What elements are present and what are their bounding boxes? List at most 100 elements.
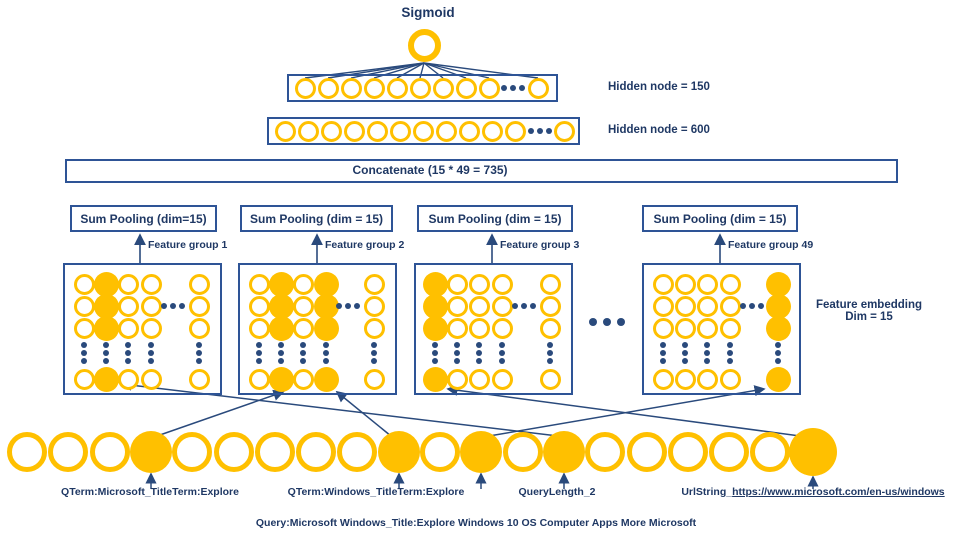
input-node-circle xyxy=(627,432,667,472)
grid-node-circle xyxy=(248,295,270,317)
hidden-node-circle xyxy=(294,77,316,99)
input-node-circle-filled xyxy=(378,431,420,473)
grid-node-circle xyxy=(674,295,696,317)
input-node-circle xyxy=(668,432,708,472)
concatenate-box xyxy=(65,159,898,183)
grid-node-circle-filled xyxy=(268,271,294,297)
grid-horizontal-dot xyxy=(179,303,185,309)
grid-node-circle-filled xyxy=(93,315,119,341)
grid-node-circle xyxy=(117,368,139,390)
grid-vertical-dot xyxy=(323,342,329,348)
grid-node-circle xyxy=(539,295,561,317)
grid-node-circle-filled xyxy=(422,271,448,297)
grid-vertical-dot xyxy=(704,350,710,356)
grid-node-circle xyxy=(292,273,314,295)
url-link[interactable]: https://www.microsoft.com/en-us/windows xyxy=(732,486,945,498)
grid-node-circle xyxy=(446,317,468,339)
grid-vertical-dot xyxy=(547,342,553,348)
grid-vertical-dot xyxy=(256,342,262,348)
grid-horizontal-dot xyxy=(170,303,176,309)
grid-vertical-dot xyxy=(499,342,505,348)
hidden-node-circle xyxy=(297,120,319,142)
feature-group-label: Feature group 3 xyxy=(500,239,580,251)
grid-node-circle xyxy=(719,273,741,295)
grid-vertical-dot xyxy=(148,342,154,348)
grid-node-circle-filled xyxy=(268,366,294,392)
sum-pooling-label: Sum Pooling (dim = 15) xyxy=(249,211,383,226)
grid-node-circle xyxy=(292,295,314,317)
grid-vertical-dot xyxy=(81,358,87,364)
grid-node-circle xyxy=(652,368,674,390)
grid-vertical-dot xyxy=(278,350,284,356)
ellipsis-dot xyxy=(501,85,507,91)
grid-vertical-dot xyxy=(125,350,131,356)
hidden-node-circle xyxy=(504,120,526,142)
grid-node-circle xyxy=(468,368,490,390)
grid-vertical-dot xyxy=(660,350,666,356)
grid-node-circle xyxy=(652,317,674,339)
grid-vertical-dot xyxy=(476,350,482,356)
hidden-node-circle xyxy=(458,120,480,142)
embedding-grid-4 xyxy=(642,263,801,395)
hidden-node-circle xyxy=(478,77,500,99)
grid-node-circle xyxy=(652,273,674,295)
grid-node-circle xyxy=(719,295,741,317)
grid-horizontal-dot xyxy=(354,303,360,309)
input-node-circle xyxy=(296,432,336,472)
hidden-node-circle xyxy=(412,120,434,142)
input-node-circle xyxy=(90,432,130,472)
grid-vertical-dot xyxy=(432,358,438,364)
embedding-grid-3 xyxy=(414,263,573,395)
ellipsis-dot xyxy=(510,85,516,91)
input-node-circle-filled xyxy=(460,431,502,473)
input-node-circle xyxy=(585,432,625,472)
grid-vertical-dot xyxy=(727,358,733,364)
grid-vertical-dot xyxy=(682,350,688,356)
grid-node-circle xyxy=(696,295,718,317)
grid-node-circle xyxy=(719,317,741,339)
hidden-node-circle xyxy=(389,120,411,142)
grid-horizontal-dot xyxy=(345,303,351,309)
grid-node-circle xyxy=(140,368,162,390)
grid-node-circle xyxy=(73,295,95,317)
ellipsis-dot xyxy=(546,128,552,134)
hidden-node-circle xyxy=(274,120,296,142)
grid-node-circle xyxy=(491,295,513,317)
sum-pooling-label: Sum Pooling (dim=15) xyxy=(80,211,207,226)
between-grid-dot xyxy=(603,318,611,326)
sigmoid-label: Sigmoid xyxy=(401,5,455,20)
grid-vertical-dot xyxy=(775,350,781,356)
input-node-circle xyxy=(709,432,749,472)
connection-line xyxy=(488,385,766,437)
input-node-circle-filled xyxy=(789,428,837,476)
grid-node-circle-filled xyxy=(93,293,119,319)
input-label-4: UrlString_https://www.microsoft.com/en-u… xyxy=(681,486,944,498)
between-grid-dot xyxy=(589,318,597,326)
grid-node-circle xyxy=(539,368,561,390)
grid-node-circle xyxy=(73,368,95,390)
grid-node-circle-filled xyxy=(765,366,791,392)
input-node-circle xyxy=(420,432,460,472)
grid-vertical-dot xyxy=(148,358,154,364)
grid-node-circle xyxy=(468,317,490,339)
grid-node-circle xyxy=(491,273,513,295)
grid-node-circle xyxy=(468,273,490,295)
grid-vertical-dot xyxy=(660,358,666,364)
embedding-grid-2 xyxy=(238,263,397,395)
grid-vertical-dot xyxy=(547,358,553,364)
sum-pooling-box-4: Sum Pooling (dim = 15) xyxy=(642,205,798,232)
input-label-3: QueryLength_2 xyxy=(518,486,596,498)
connection-line xyxy=(446,384,801,437)
grid-node-circle xyxy=(117,273,139,295)
grid-vertical-dot xyxy=(371,358,377,364)
grid-node-circle-filled xyxy=(765,315,791,341)
connection-line xyxy=(335,390,392,437)
ellipsis-dot xyxy=(537,128,543,134)
grid-node-circle-filled xyxy=(313,315,339,341)
input-label-1: QTerm:Microsoft_TitleTerm:Explore xyxy=(61,486,239,498)
grid-node-circle xyxy=(696,317,718,339)
sum-pooling-box-2: Sum Pooling (dim = 15) xyxy=(240,205,393,232)
grid-vertical-dot xyxy=(125,358,131,364)
input-node-circle xyxy=(503,432,543,472)
grid-vertical-dot xyxy=(727,342,733,348)
